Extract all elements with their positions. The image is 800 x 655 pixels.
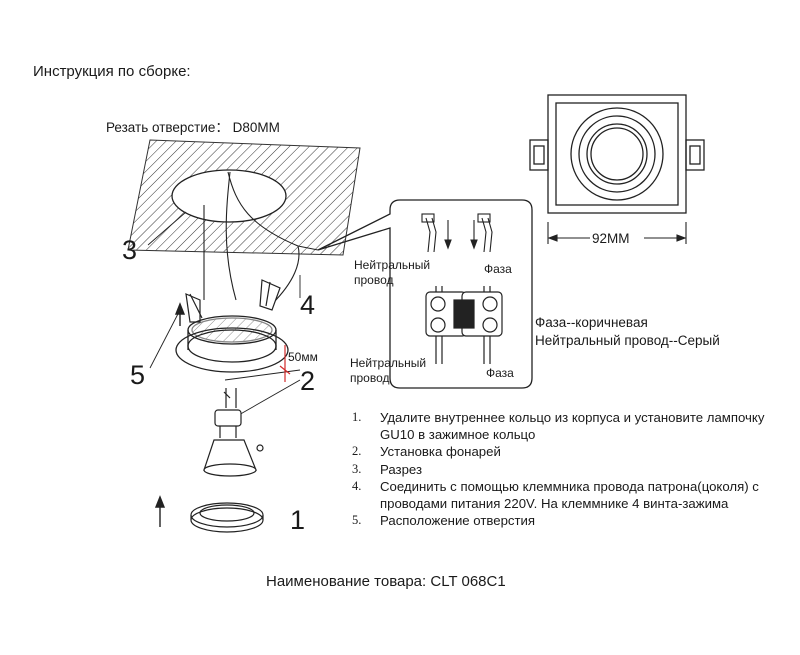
dimension-50mm-label: 50мм: [288, 350, 318, 364]
callout-1: 1: [290, 505, 306, 535]
step-item: 2. Установка фонарей: [352, 443, 782, 460]
step-text: Удалите внутреннее кольцо из корпуса и у…: [380, 410, 765, 443]
inset-wires-top: [421, 213, 493, 253]
step-number: 1.: [352, 410, 362, 424]
step-text: Разрез: [380, 461, 423, 477]
step-number: 3.: [352, 461, 362, 476]
callout-2: 2: [300, 366, 316, 396]
legend-neutral: Нейтральный провод--Серый: [535, 333, 720, 348]
inset-neutral-bottom-label: Нейтральный провод: [350, 356, 427, 385]
callout-5: 5: [130, 360, 146, 390]
gu10-lamp: [203, 388, 264, 477]
step-item: 3. Разрез: [352, 461, 782, 478]
up-arrows: [154, 302, 186, 527]
top-view-fixture: [529, 94, 705, 214]
step-text: Расположение отверстия: [380, 513, 536, 529]
inset-phase-bottom-label: Фаза: [486, 366, 514, 380]
inset-neutral-top-label: Нейтральный провод: [354, 258, 431, 287]
terminal-block: [425, 286, 503, 364]
callout-4: 4: [300, 290, 316, 320]
step-item: 1. Удалите внутреннее кольцо из корпуса и…: [352, 409, 782, 443]
step-number: 4.: [352, 478, 362, 493]
step-item: 5. Расположение отверстия: [352, 512, 782, 529]
instruction-title: Инструкция по сборке:: [33, 63, 191, 80]
dimension-92mm-label: 92MM: [592, 231, 630, 246]
step-number: 5.: [352, 513, 362, 528]
legend-phase: Фаза--коричневая: [535, 315, 648, 330]
cables: [203, 171, 319, 305]
step-text: Соединить с помощью клеммника провода па…: [380, 478, 759, 512]
wiring-inset-frame: [317, 199, 533, 389]
retaining-ring: [190, 502, 264, 533]
ceiling-panel: [127, 139, 361, 256]
dimension-50mm-mark: [279, 345, 291, 382]
assembly-steps: 1. Удалите внутреннее кольцо из корпуса и…: [352, 409, 782, 529]
dimension-92mm-line: [547, 222, 687, 244]
callout-3: 3: [122, 235, 138, 265]
step-number: 2.: [352, 444, 362, 459]
fixture-housing: [175, 315, 289, 373]
cut-hole: [171, 169, 287, 223]
inset-phase-top-label: Фаза: [484, 262, 512, 276]
product-name: Наименование товара: CLT 068C1: [266, 573, 506, 590]
cut-hole-label: Резать отверстие： D80MM: [106, 120, 280, 135]
spring-clips: [185, 279, 281, 323]
step-text: Установка фонарей: [380, 444, 501, 460]
step-item: 4. Соединить с помощью клеммника провода …: [352, 478, 782, 512]
